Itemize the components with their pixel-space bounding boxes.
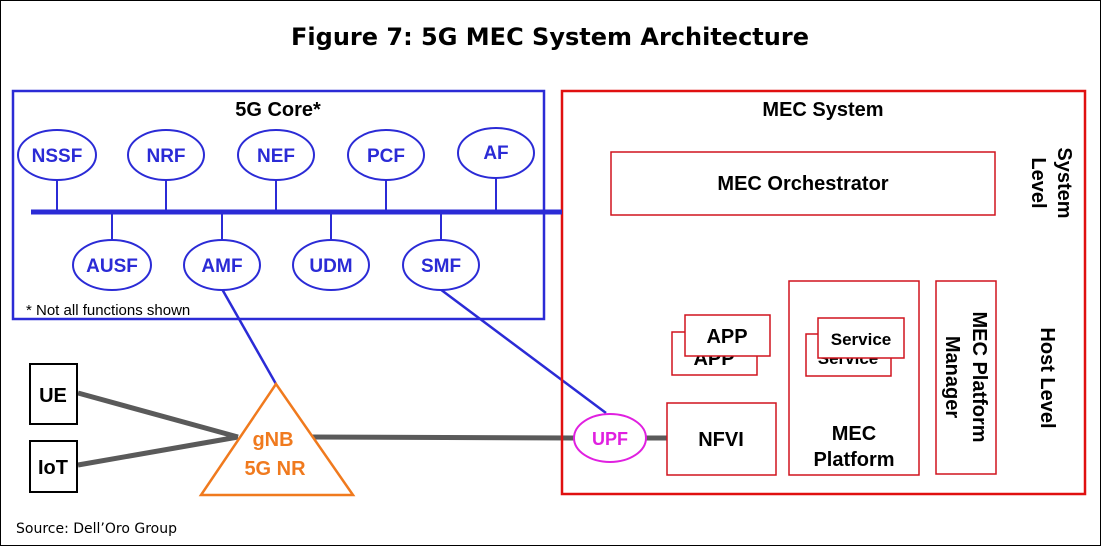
mec-system-box (560, 89, 1087, 496)
app-label: APP (706, 326, 747, 348)
figure-title: Figure 7: 5G MEC System Architecture (291, 23, 809, 51)
gnb-upf-link (307, 434, 575, 441)
gnb-node: gNB 5G NR (198, 381, 356, 497)
iot-gnb-link (77, 434, 239, 468)
nf-udm: UDM (292, 239, 370, 291)
system-level-label-line2: Level (1027, 157, 1049, 208)
mec-orchestrator-box (610, 151, 996, 216)
bus-stubs (56, 178, 497, 241)
nf-label: PCF (367, 146, 405, 167)
upf-label: UPF (592, 429, 628, 449)
ue-box (29, 363, 78, 425)
core-note: * Not all functions shown (26, 302, 190, 319)
gnb-label-line1: gNB (252, 429, 293, 451)
nf-ausf: AUSF (72, 239, 152, 291)
iot-box (29, 440, 78, 493)
nfvi-label: NFVI (698, 429, 744, 451)
service-label: Service (831, 330, 892, 349)
nf-nef: NEF (237, 129, 315, 181)
gnb-label-line2: 5G NR (244, 458, 306, 480)
mec-platform-manager-label-line1: MEC Platform (968, 311, 990, 442)
nfvi-box (666, 402, 777, 476)
mec-platform-box (788, 280, 920, 476)
nf-amf: AMF (183, 239, 261, 291)
service-box (817, 317, 905, 359)
nf-nssf: NSSF (17, 129, 97, 181)
nf-smf: SMF (402, 239, 480, 291)
core-label: 5G Core* (235, 99, 321, 121)
nf-label: AF (483, 143, 508, 164)
host-level-label: Host Level (1036, 327, 1058, 428)
mec-platform-label-line1: MEC (832, 423, 876, 445)
nf-label: SMF (421, 256, 461, 277)
system-level-label-line1: System (1053, 147, 1075, 218)
ue-gnb-link (77, 390, 239, 440)
nf-af: AF (457, 127, 535, 179)
source-note: Source: Dell’Oro Group (16, 521, 177, 537)
nf-label: UDM (309, 256, 352, 277)
upf-node: UPF (573, 413, 647, 463)
nf-label: AMF (201, 256, 242, 277)
links (77, 287, 668, 468)
nf-nrf: NRF (127, 129, 205, 181)
nf-label: NEF (257, 146, 295, 167)
smf-upf-link (439, 287, 607, 415)
nf-pcf: PCF (347, 129, 425, 181)
mec-platform-manager-label-line2: Manager (941, 336, 963, 418)
amf-gnb-link (220, 288, 278, 385)
app-box (684, 314, 771, 357)
mec-platform-manager-box (935, 280, 997, 475)
nf-label: NSSF (32, 146, 83, 167)
mec-platform-label-line2: Platform (813, 449, 894, 471)
nf-label: AUSF (86, 256, 138, 277)
nf-label: NRF (146, 146, 185, 167)
ue-label: UE (39, 385, 67, 407)
mec-orchestrator-label: MEC Orchestrator (717, 173, 888, 195)
core-box (11, 89, 546, 321)
mec-system-label: MEC System (762, 99, 883, 121)
iot-label: IoT (38, 457, 68, 479)
